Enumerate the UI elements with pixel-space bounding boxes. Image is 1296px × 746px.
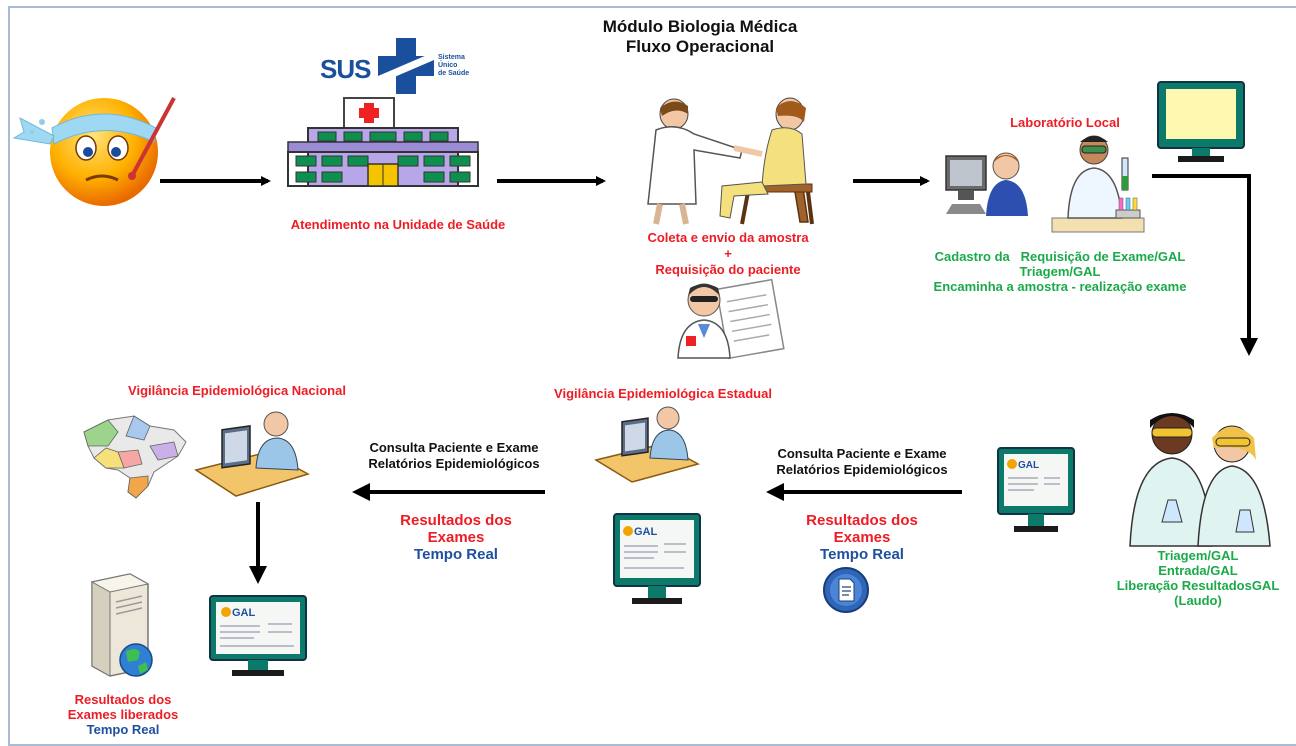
gal-monitor-middle-icon: GAL xyxy=(613,513,701,604)
title-line-1: Módulo Biologia Médica xyxy=(602,17,798,36)
step-atendimento: Atendimento na Unidade de Saúde xyxy=(290,217,506,232)
flow-right-query: Consulta Paciente e Exame Relatórios Epi… xyxy=(752,446,972,478)
nurse-collecting-sample-icon xyxy=(647,97,814,225)
step-vig-nacional: Vigilância Epidemiológica Nacional xyxy=(128,383,346,398)
cadastro-line-3: Encaminha a amostra - realização exame xyxy=(933,279,1187,294)
flow-right-consulta: Consulta Paciente e Exame xyxy=(777,446,947,461)
gal-monitor-left-icon: GAL xyxy=(209,595,307,676)
sus-caption-3: de Saúde xyxy=(438,70,470,77)
document-report-icon xyxy=(823,567,869,613)
server-line-1: Resultados dos xyxy=(74,692,172,707)
coleta-plus: + xyxy=(724,246,732,261)
step-lab-reference: Triagem/GAL Entrada/GAL Liberação Result… xyxy=(1108,548,1288,608)
reference-lab-scientists-icon xyxy=(1129,413,1271,547)
flow-right-resultados: Resultados dos xyxy=(806,512,918,529)
flow-left-resultados: Resultados dos xyxy=(400,512,512,529)
gal-monitor-right-icon: GAL xyxy=(997,447,1075,532)
national-surveillance-officer-icon xyxy=(194,411,310,497)
page-title: Módulo Biologia Médica Fluxo Operacional xyxy=(540,17,860,56)
lab-clerk-computer-icon xyxy=(945,152,1028,216)
brazil-map-icon xyxy=(83,415,187,499)
server-line-3: Tempo Real xyxy=(86,722,160,737)
sus-acronym: SUS xyxy=(320,54,371,84)
lab-scientist-icon xyxy=(1051,135,1145,233)
step-lab-local: Laboratório Local xyxy=(1010,115,1120,130)
sus-caption-1: Sistema xyxy=(438,54,465,61)
step-coleta: Coleta e envio da amostra + Requisição d… xyxy=(608,230,848,278)
step-vig-estadual: Vigilância Epidemiológica Estadual xyxy=(554,386,772,401)
flow-right-exames: Exames xyxy=(833,529,891,546)
sus-caption: Sistema Único de Saúde xyxy=(438,54,469,78)
flow-left-relatorios: Relatórios Epidemiológicos xyxy=(368,456,540,471)
lab-ref-line-4: (Laudo) xyxy=(1174,593,1222,608)
flow-left-results: Resultados dos Exames Tempo Real xyxy=(376,512,536,563)
sus-caption-2: Único xyxy=(438,62,458,69)
state-surveillance-officer-icon xyxy=(594,406,700,483)
step-cadastro: Cadastro da Requisição de Exame/GAL Tria… xyxy=(900,249,1220,294)
sus-logo: SUS Sistema Único de Saúde xyxy=(320,38,500,94)
lab-ref-line-3: Liberação ResultadosGAL xyxy=(1116,578,1280,593)
lab-ref-line-1: Triagem/GAL xyxy=(1157,548,1239,563)
lab-ref-line-2: Entrada/GAL xyxy=(1158,563,1238,578)
flow-right-tempo: Tempo Real xyxy=(820,546,904,563)
server-globe-icon xyxy=(90,573,153,677)
flow-left-exames: Exames xyxy=(427,529,485,546)
flow-right-relatorios: Relatórios Epidemiológicos xyxy=(776,462,948,477)
lab-monitor-icon xyxy=(1157,81,1245,162)
flow-left-consulta: Consulta Paciente e Exame xyxy=(369,440,539,455)
cadastro-line-2: Triagem/GAL xyxy=(1019,264,1101,279)
coleta-line-2: Requisição do paciente xyxy=(655,262,801,277)
server-results: Resultados dos Exames liberados Tempo Re… xyxy=(48,692,198,737)
gal-text-right: GAL xyxy=(1018,460,1039,471)
flow-right-results: Resultados dos Exames Tempo Real xyxy=(782,512,942,563)
doctor-request-form-icon xyxy=(677,278,785,360)
hospital-icon xyxy=(287,97,479,187)
cadastro-line-1: Cadastro da Requisição de Exame/GAL xyxy=(934,249,1186,264)
flow-left-tempo: Tempo Real xyxy=(414,546,498,563)
title-line-2: Fluxo Operacional xyxy=(625,36,775,56)
gal-text-left: GAL xyxy=(232,607,256,619)
arrow-lab-to-reference xyxy=(1152,174,1258,356)
server-line-2: Exames liberados xyxy=(67,707,179,722)
flow-left-query: Consulta Paciente e Exame Relatórios Epi… xyxy=(344,440,564,472)
gal-text-middle: GAL xyxy=(634,526,658,538)
sus-cross-icon xyxy=(378,38,434,94)
sick-patient-icon xyxy=(12,97,176,206)
coleta-line-1: Coleta e envio da amostra xyxy=(647,230,809,245)
